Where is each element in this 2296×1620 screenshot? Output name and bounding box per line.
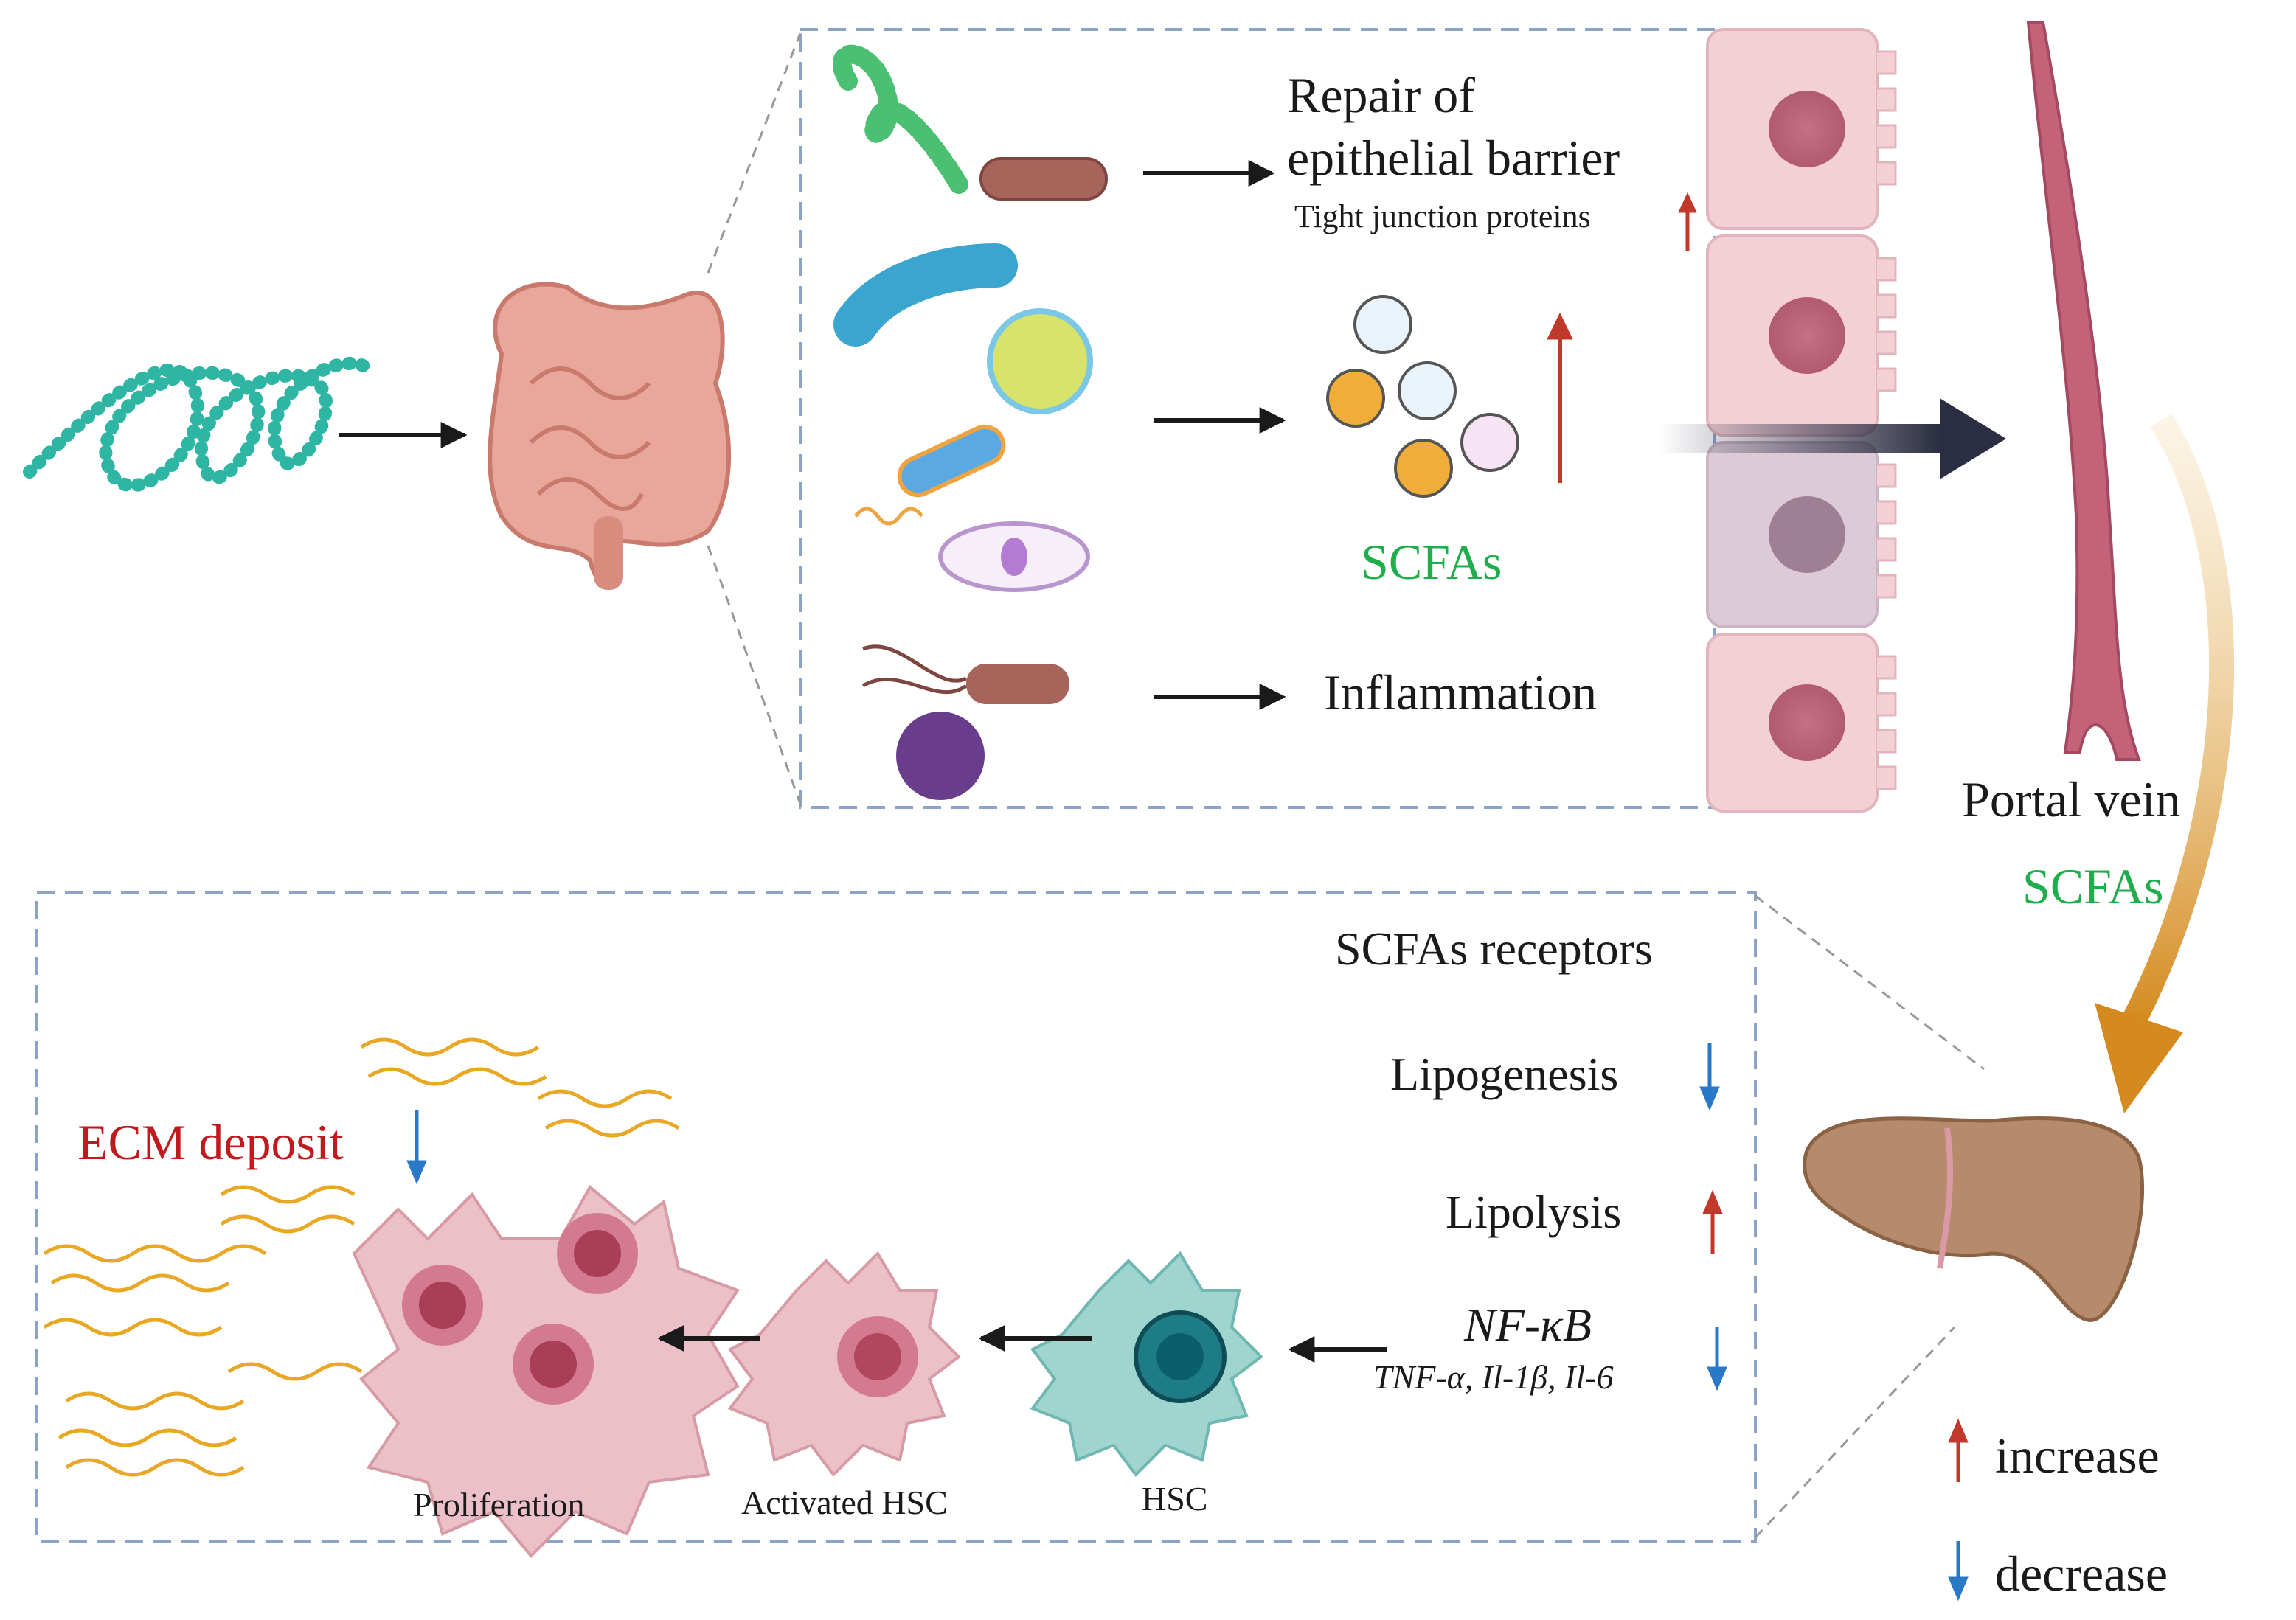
tight-junction-label: Tight junction proteins bbox=[1294, 198, 1591, 234]
activated-hsc-cell-icon bbox=[727, 1251, 962, 1478]
legend-increase-label: increase bbox=[1995, 1428, 2160, 1484]
ecm-fiber-icon bbox=[43, 1037, 680, 1477]
down-arrow-icon bbox=[406, 1043, 1969, 1602]
scfas-portal-label: SCFAs bbox=[2022, 858, 2164, 914]
activated-hsc-label: Activated HSC bbox=[741, 1484, 948, 1521]
portal-vein-label: Portal vein bbox=[1962, 771, 2181, 827]
lipolysis-label: Lipolysis bbox=[1446, 1186, 1622, 1238]
bacteria-group-3-icon bbox=[861, 644, 1069, 800]
intestine-icon bbox=[488, 282, 732, 590]
cytokines-label: TNF-α, Il-1β, Il-6 bbox=[1373, 1358, 1614, 1396]
nfkb-label: NF-κB bbox=[1464, 1299, 1592, 1351]
portal-flow-arrow-icon bbox=[2120, 413, 2235, 1031]
legend-decrease-label: decrease bbox=[1995, 1546, 2168, 1602]
hsc-label: HSC bbox=[1142, 1480, 1208, 1518]
proliferation-cells-icon bbox=[352, 1184, 741, 1558]
bacteria-group-1-icon bbox=[832, 44, 1108, 201]
epithelial-cell-icon bbox=[1706, 28, 1897, 813]
proliferation-label: Proliferation bbox=[413, 1486, 585, 1523]
scfas-gut-label: SCFAs bbox=[1361, 534, 1502, 590]
liver-icon bbox=[1803, 1116, 2144, 1322]
up-arrow-icon-bottom bbox=[1702, 1189, 1969, 1482]
inflammation-label: Inflammation bbox=[1324, 664, 1598, 720]
repair-label-line2: epithelial barrier bbox=[1287, 130, 1620, 186]
scfas-receptors-label: SCFAs receptors bbox=[1335, 922, 1653, 975]
lipogenesis-label: Lipogenesis bbox=[1390, 1048, 1619, 1100]
liver-mechanism-box bbox=[35, 891, 1757, 1543]
dietary-fiber-chain-icon bbox=[23, 356, 375, 493]
up-arrow-icon bbox=[1547, 192, 1697, 483]
hsc-cell-icon bbox=[1030, 1251, 1264, 1478]
portal-vein-icon bbox=[2026, 21, 2141, 761]
repair-label-line1: Repair of bbox=[1287, 67, 1475, 123]
ecm-deposit-label: ECM deposit bbox=[77, 1114, 344, 1170]
bacteria-group-2-icon bbox=[833, 243, 1093, 592]
scfa-molecule-icon bbox=[1326, 295, 1519, 498]
